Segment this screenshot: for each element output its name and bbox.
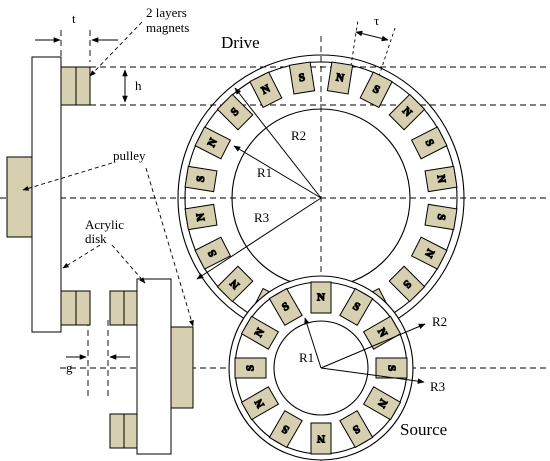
leader-lines [22, 19, 396, 327]
drive-top-magnet-layer2 [75, 66, 91, 106]
source-top-magnet-layer2 [123, 290, 138, 326]
source-acrylic-plate [136, 278, 172, 455]
drive-magnet [194, 236, 232, 270]
source-magnet-letter: S [386, 365, 398, 371]
drive-magnet-letter: S [195, 175, 208, 183]
h-label: h [135, 78, 142, 93]
source-magnet [310, 422, 332, 455]
drive-magnet [184, 165, 218, 193]
drive-magnet [359, 71, 393, 109]
source-magnet [240, 315, 280, 350]
drive-bottom-magnet-layer1 [60, 290, 77, 326]
source-magnet [234, 357, 267, 379]
drive-magnet-letter: S [298, 72, 306, 85]
drive-R2-arrow [234, 87, 322, 199]
acrylic-label: Acrylic [85, 217, 124, 232]
source-R3-arrow [320, 367, 425, 384]
magnets-leader [89, 21, 143, 77]
tau-label: τ [374, 13, 379, 28]
drive-R1-arrow [233, 145, 322, 199]
source-magnet [240, 386, 280, 421]
drive-magnet [216, 93, 254, 131]
drive-R1-label: R1 [257, 165, 272, 180]
drive-magnet [326, 61, 354, 95]
drive-acrylic-plate [31, 56, 62, 333]
drive-magnet [184, 203, 218, 231]
source-magnet [375, 357, 408, 379]
dimension-arrows [35, 30, 389, 360]
disk-label: disk [85, 231, 107, 246]
drive-top-magnet-layer1 [60, 66, 77, 106]
drive-R3-arrow [196, 197, 322, 280]
drive-magnet [194, 126, 232, 160]
source-magnet [310, 281, 332, 314]
drive-magnet [388, 93, 426, 131]
tau-guide-left [349, 19, 359, 73]
drive-magnet [410, 126, 448, 160]
source-top-magnet-layer1 [109, 290, 125, 326]
drive-magnet-letter: S [435, 213, 448, 221]
drive-magnet [288, 61, 316, 95]
two-layers-label: 2 layers [146, 5, 187, 20]
source-magnet [268, 409, 303, 449]
drive-magnet-letter: N [335, 71, 345, 84]
side-view [6, 56, 194, 455]
drive-magnet [388, 265, 426, 303]
drive-label: Drive [221, 33, 260, 52]
source-magnet [268, 287, 303, 327]
drive-bottom-magnet-layer2 [75, 290, 91, 326]
drive-magnet-letter: N [194, 212, 207, 222]
source-magnet [362, 386, 402, 421]
drive-magnet [410, 236, 448, 270]
drive-magnet [424, 165, 458, 193]
pulley-label: pulley [113, 148, 146, 163]
radius-arrows [196, 87, 426, 384]
source-magnet [339, 287, 374, 327]
drive-magnet [249, 71, 283, 109]
source-bottom-magnet-layer2 [123, 413, 138, 449]
acrylic-leader-right [111, 244, 146, 284]
drive-magnet-letter: N [434, 174, 447, 184]
labels: t τ 2 layers magnets h Drive pulley Acry… [66, 5, 447, 439]
drive-pulley-hub [6, 156, 33, 238]
source-R1-arrow [304, 317, 322, 369]
magnets-label: magnets [146, 20, 189, 35]
drive-R2-label: R2 [291, 128, 306, 143]
source-pulley-hub [170, 326, 194, 409]
source-magnet [339, 409, 374, 449]
pulley-leader-left [22, 162, 113, 191]
g-label: g [66, 360, 73, 375]
source-magnet-letter: N [317, 433, 325, 445]
source-magnet-letter: S [245, 365, 257, 371]
source-bottom-magnet-layer1 [109, 413, 125, 449]
source-R3-label: R3 [430, 379, 445, 394]
drive-R3-label: R3 [254, 210, 269, 225]
source-label: Source [400, 420, 447, 439]
source-R2-label: R2 [432, 314, 447, 329]
source-inner-ring [273, 320, 369, 416]
source-magnet-letter: N [317, 292, 325, 304]
drive-magnet [424, 203, 458, 231]
source-R2-arrow [320, 323, 426, 369]
source-magnet [362, 315, 402, 350]
tau-arrow [355, 30, 389, 42]
t-label: t [72, 11, 76, 26]
drive-magnet [216, 265, 254, 303]
source-R1-label: R1 [299, 350, 314, 365]
acrylic-leader-left [62, 244, 101, 269]
